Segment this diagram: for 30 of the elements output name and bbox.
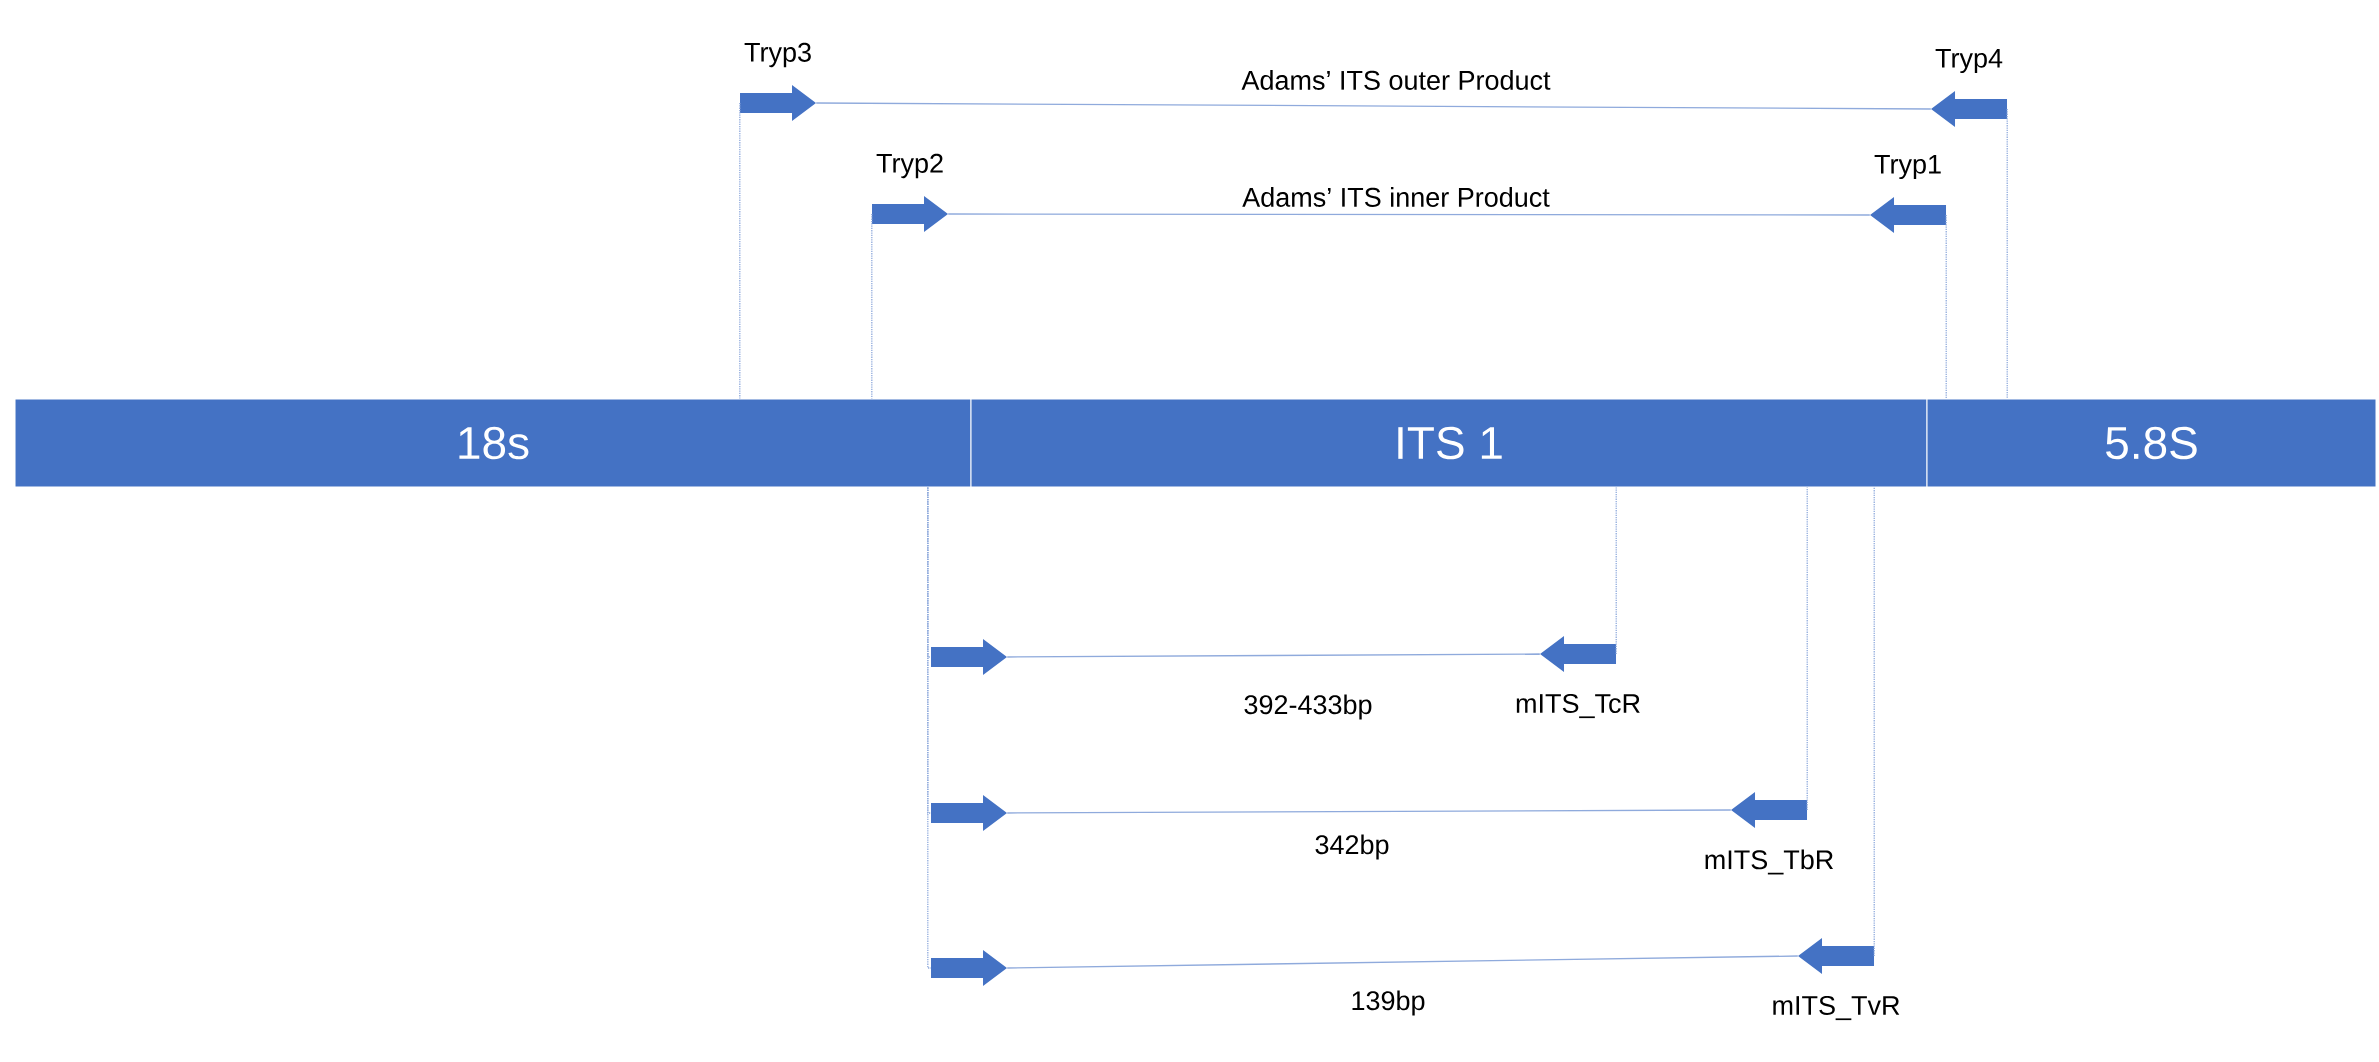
primer-label: Tryp1 (1874, 154, 1941, 180)
edge-label: 139bp (1352, 990, 1425, 1016)
primer-label: mITS_TvR (1773, 995, 1900, 1021)
gene-segment: 18s (14, 398, 972, 488)
guide-line (927, 486, 932, 969)
edge-label: Adams’ ITS inner Product (1242, 187, 1550, 207)
guide-line (1615, 486, 1617, 655)
guide-line (2006, 108, 2008, 400)
product-line (947, 213, 1871, 216)
guide-line (1945, 214, 1947, 400)
product-line (1006, 809, 1732, 814)
guide-line (1806, 486, 1808, 811)
product-line (1006, 653, 1541, 658)
guide-line (739, 102, 741, 400)
edge-label: 342bp (1315, 834, 1389, 860)
primer-arrow (931, 950, 1007, 986)
primer-label: Tryp3 (744, 42, 811, 68)
product-line (1006, 955, 1799, 969)
guide-line (871, 213, 873, 400)
edge-label: 392-433bp (1244, 694, 1372, 720)
primer-arrow (931, 639, 1007, 675)
primer-label: Tryp4 (1935, 48, 2003, 74)
edge-label: Adams’ ITS outer Product (1241, 70, 1551, 90)
primer-label: Tryp2 (876, 153, 943, 179)
gene-segment: 5.8S (1926, 398, 2377, 488)
primer-label: mITS_TbR (1705, 849, 1834, 875)
guide-line (1873, 486, 1875, 957)
primer-label: mITS_TcR (1516, 693, 1640, 719)
primer-arrow (931, 795, 1007, 831)
product-line (815, 102, 1932, 110)
